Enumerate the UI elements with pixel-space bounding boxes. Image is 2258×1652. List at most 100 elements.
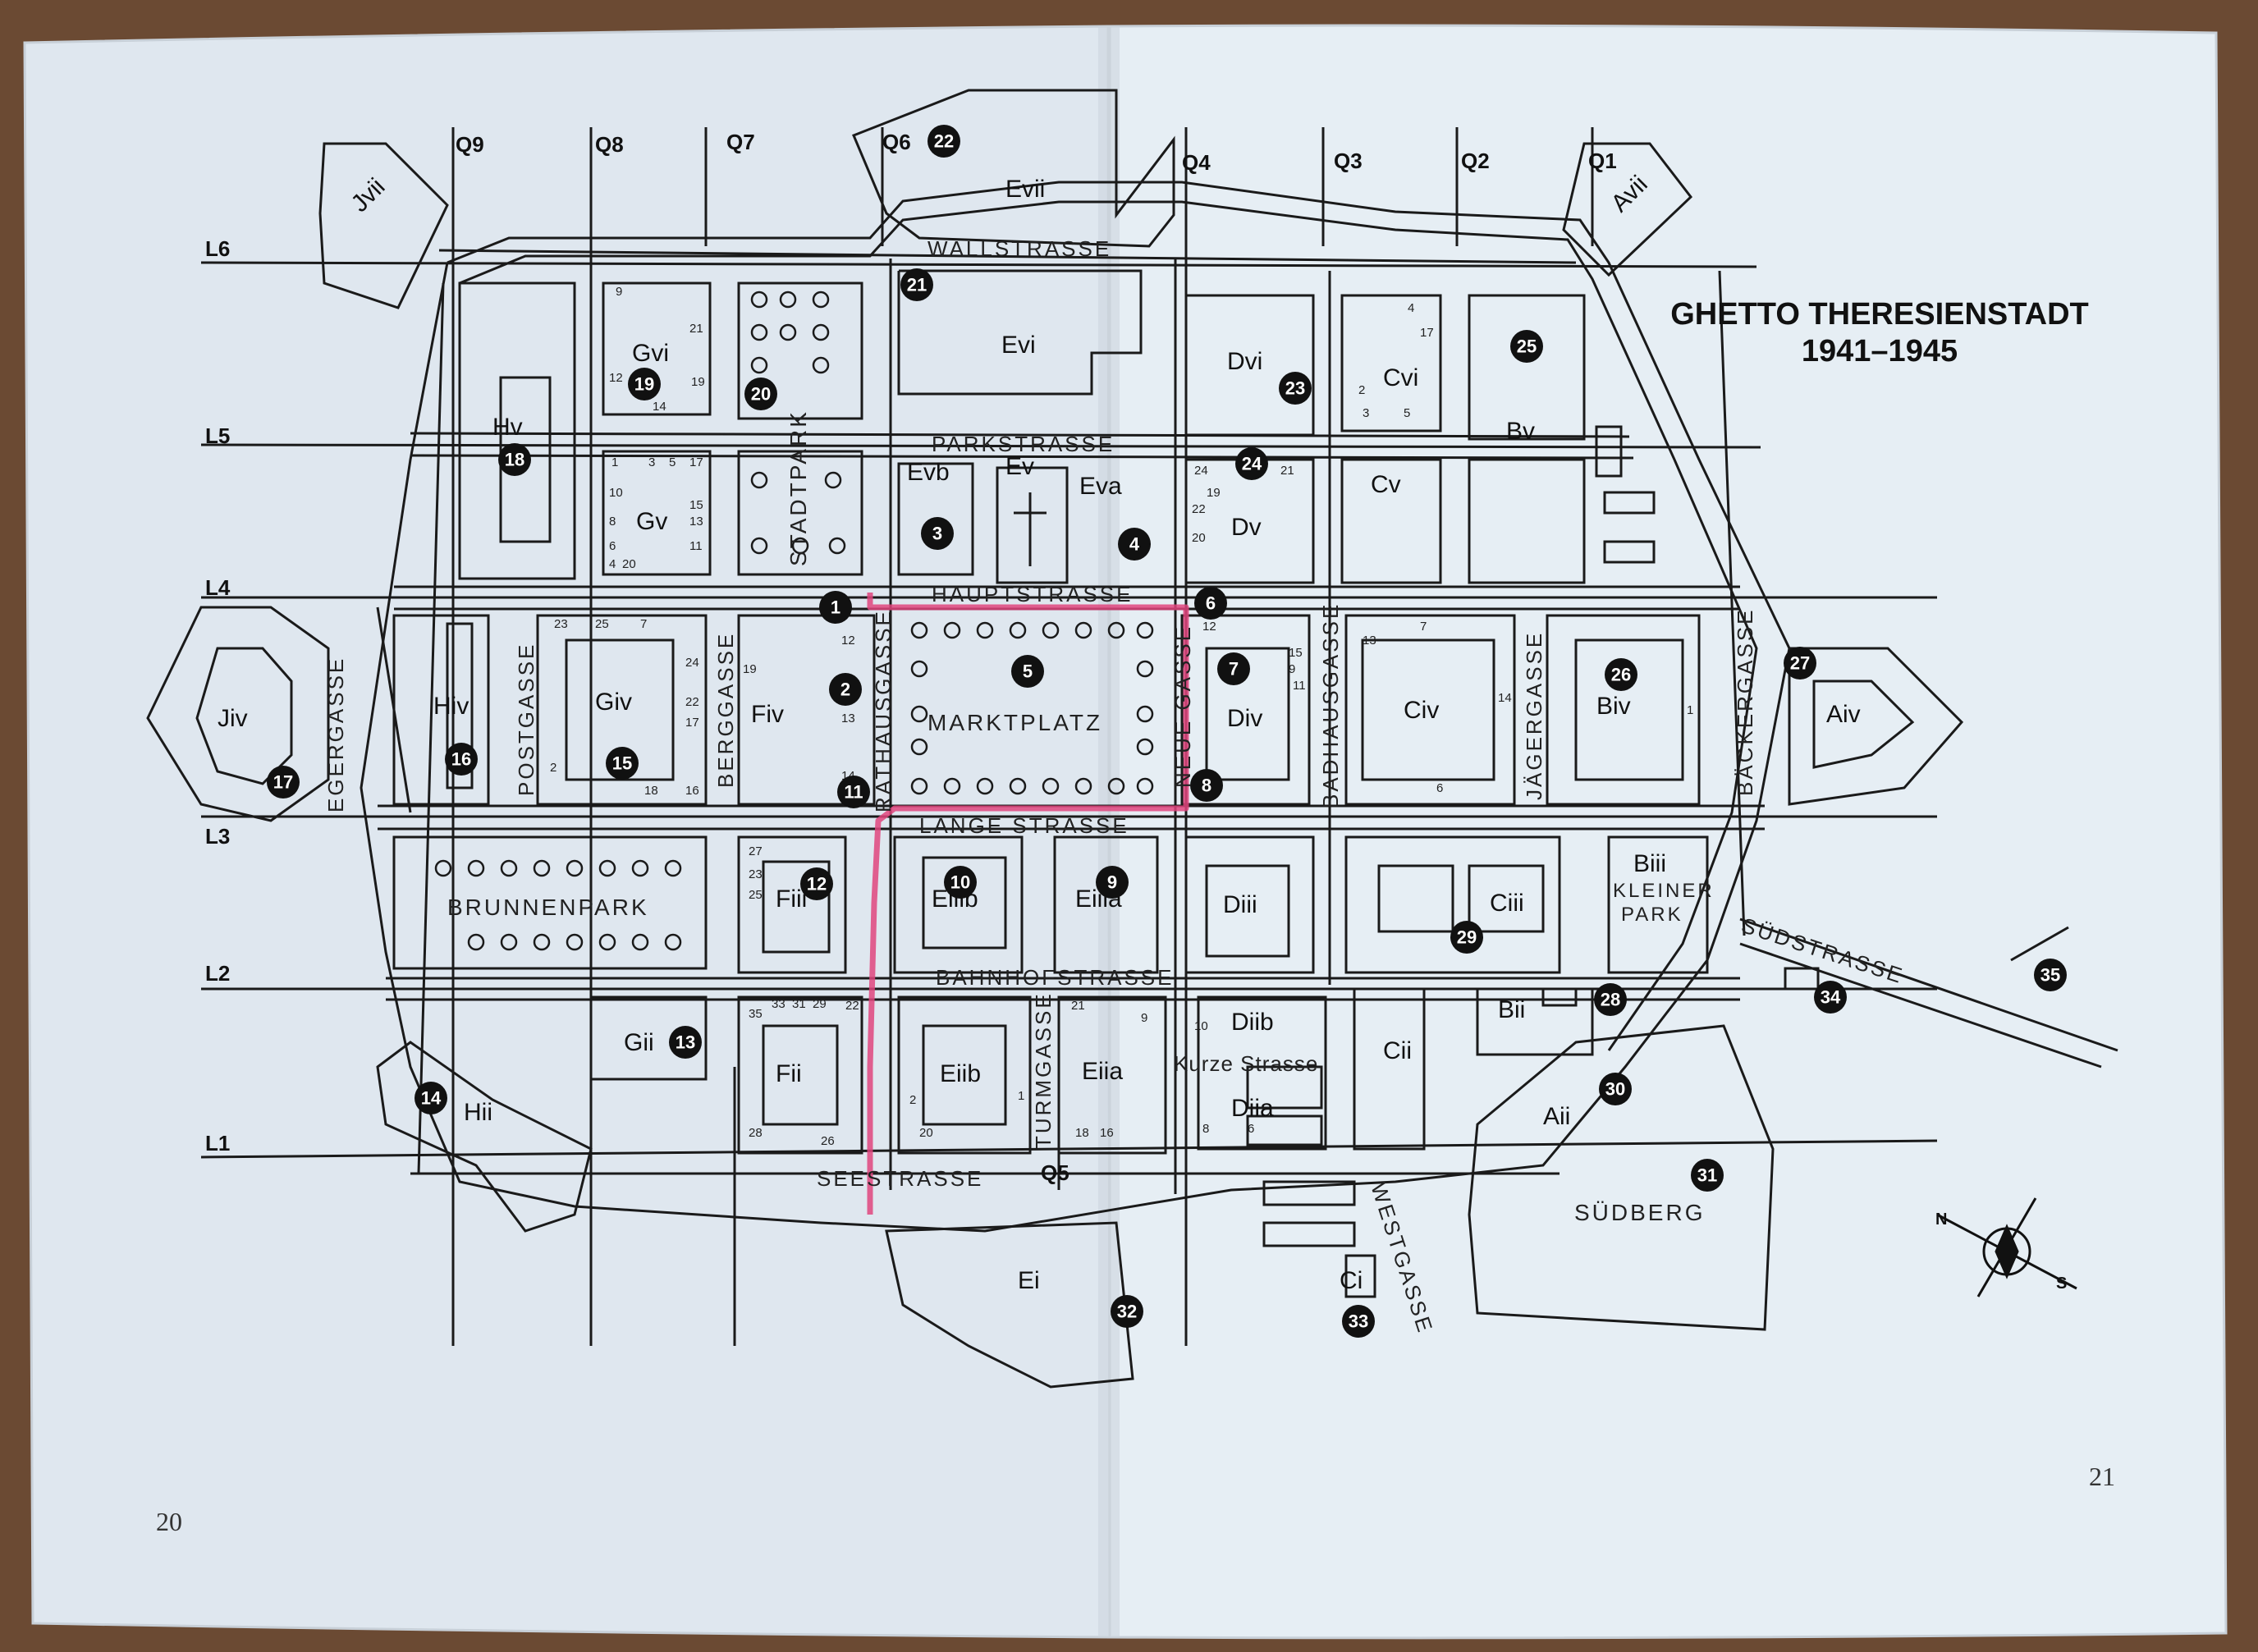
grid-q4: Q4 xyxy=(1182,150,1211,175)
marker-34[interactable]: 34 xyxy=(1814,981,1847,1014)
right-page xyxy=(1108,24,2228,1640)
grid-l5: L5 xyxy=(205,423,230,448)
marker-22[interactable]: 22 xyxy=(927,125,960,158)
block-cv: Cv xyxy=(1371,471,1401,498)
bastion-jiv xyxy=(146,606,330,822)
block-biv: Biv xyxy=(1596,693,1631,720)
marker-8[interactable]: 8 xyxy=(1190,769,1223,802)
house-number: 22 xyxy=(685,695,699,709)
marker-33[interactable]: 33 xyxy=(1342,1305,1375,1338)
map-title: GHETTO THERESIENSTADT xyxy=(1670,297,2089,332)
marker-25[interactable]: 25 xyxy=(1510,330,1543,363)
house-number: 12 xyxy=(1202,620,1216,634)
marker-label: 7 xyxy=(1229,659,1239,680)
marker-27[interactable]: 27 xyxy=(1784,647,1816,680)
marker-21[interactable]: 21 xyxy=(900,268,933,301)
block-eiib: Eiib xyxy=(940,1060,981,1087)
marker-15[interactable]: 15 xyxy=(606,747,639,780)
marker-30[interactable]: 30 xyxy=(1599,1073,1632,1105)
block-civ: Civ xyxy=(1404,697,1439,724)
street-berggasse: BERGGASSE xyxy=(713,632,738,788)
street-egergasse: EGERGASSE xyxy=(323,657,348,812)
marker-29[interactable]: 29 xyxy=(1450,921,1483,954)
fortress-outline xyxy=(360,181,1791,1233)
street-seestrasse: SEESTRASSE xyxy=(817,1166,983,1191)
marker-label: 14 xyxy=(421,1088,442,1109)
marker-6[interactable]: 6 xyxy=(1194,587,1227,620)
marker-1[interactable]: 1 xyxy=(819,591,852,624)
house-number: 3 xyxy=(1363,406,1369,420)
block-biii: Biii xyxy=(1633,850,1666,877)
house-number: 7 xyxy=(640,617,647,631)
route-highlight xyxy=(867,593,1189,1215)
marker-13[interactable]: 13 xyxy=(669,1026,702,1059)
grid-q2: Q2 xyxy=(1461,149,1490,173)
street-rathausgasse: RATHAUSGASSE xyxy=(871,609,895,812)
block-diii: Diii xyxy=(1223,891,1257,918)
street-lange-strasse: LANGE STRASSE xyxy=(919,813,1129,838)
block-hv: Hv xyxy=(492,414,523,441)
block-hiv: Hiv xyxy=(433,693,469,720)
marker-35[interactable]: 35 xyxy=(2034,959,2067,991)
marker-17[interactable]: 17 xyxy=(267,766,300,799)
block-bii: Bii xyxy=(1498,996,1525,1023)
marker-label: 33 xyxy=(1349,1311,1368,1332)
house-number: 5 xyxy=(1404,406,1410,420)
house-number: 8 xyxy=(609,515,616,529)
marker-9[interactable]: 9 xyxy=(1096,866,1129,899)
house-number: 17 xyxy=(1420,326,1434,340)
marker-18[interactable]: 18 xyxy=(498,443,531,476)
house-number: 1 xyxy=(1687,703,1693,717)
marker-16[interactable]: 16 xyxy=(445,743,478,776)
house-number: 21 xyxy=(1071,999,1085,1013)
house-number: 19 xyxy=(691,375,705,389)
house-number: 8 xyxy=(1202,1122,1209,1136)
bastion-ei xyxy=(885,1221,1134,1389)
house-number: 2 xyxy=(550,761,556,775)
marker-label: 23 xyxy=(1285,378,1305,399)
marker-label: 3 xyxy=(932,524,942,544)
house-number: 13 xyxy=(1363,634,1376,648)
house-number: 15 xyxy=(1289,646,1303,660)
marker-4[interactable]: 4 xyxy=(1118,528,1151,561)
marker-31[interactable]: 31 xyxy=(1691,1159,1724,1192)
marker-label: 25 xyxy=(1517,336,1537,357)
marker-label: 19 xyxy=(634,374,654,395)
block-evb: Evb xyxy=(907,459,950,486)
marker-label: 10 xyxy=(950,872,970,893)
grid-l4: L4 xyxy=(205,575,231,600)
marker-24[interactable]: 24 xyxy=(1235,447,1268,480)
marker-11[interactable]: 11 xyxy=(837,776,870,808)
marker-20[interactable]: 20 xyxy=(744,378,777,410)
marker-32[interactable]: 32 xyxy=(1111,1295,1143,1328)
marker-3[interactable]: 3 xyxy=(921,517,954,550)
marker-14[interactable]: 14 xyxy=(415,1082,447,1114)
marker-2[interactable]: 2 xyxy=(829,673,862,706)
marker-label: 27 xyxy=(1790,653,1810,674)
house-number: 4 xyxy=(1408,301,1414,315)
marker-7[interactable]: 7 xyxy=(1217,652,1250,685)
house-number: 2 xyxy=(909,1093,916,1107)
marker-5[interactable]: 5 xyxy=(1011,655,1044,688)
grid-q9: Q9 xyxy=(456,132,484,157)
house-number: 29 xyxy=(813,997,827,1011)
house-number: 11 xyxy=(689,539,703,553)
house-number: 16 xyxy=(1100,1126,1114,1140)
marker-28[interactable]: 28 xyxy=(1594,983,1627,1016)
marker-12[interactable]: 12 xyxy=(800,867,833,900)
block-gv: Gv xyxy=(636,508,667,535)
block-diib: Diib xyxy=(1231,1009,1274,1036)
marker-19[interactable]: 19 xyxy=(628,368,661,400)
compass-s: S xyxy=(2056,1274,2067,1293)
marker-label: 20 xyxy=(751,384,771,405)
marker-23[interactable]: 23 xyxy=(1279,372,1312,405)
marker-label: 22 xyxy=(934,131,954,152)
grid-q8: Q8 xyxy=(595,132,624,157)
marker-26[interactable]: 26 xyxy=(1605,658,1637,691)
marker-label: 28 xyxy=(1601,990,1620,1010)
house-number: 17 xyxy=(689,455,703,469)
marker-label: 32 xyxy=(1117,1302,1137,1322)
block-evii: Evii xyxy=(1005,176,1045,203)
marker-10[interactable]: 10 xyxy=(944,866,977,899)
marker-label: 24 xyxy=(1242,454,1262,474)
